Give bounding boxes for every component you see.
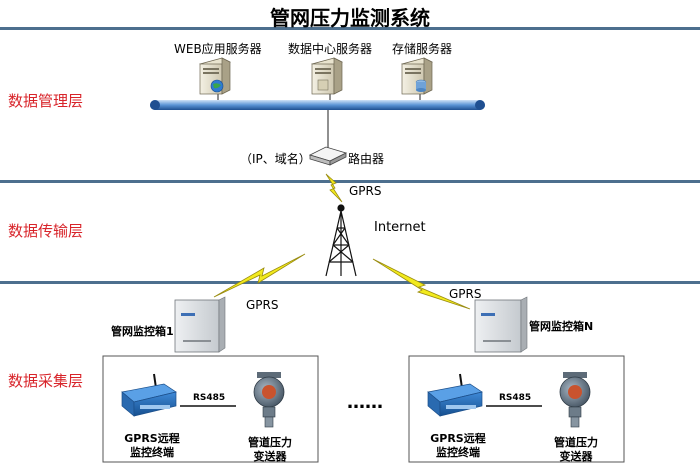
transmitter-n-label-line1: 管道压力 (554, 436, 598, 449)
ellipsis: …… (347, 392, 383, 413)
lightning-icon (213, 253, 306, 298)
monitor-box-n-icon (474, 296, 528, 353)
collection-unit-n-frame (408, 355, 625, 463)
gprs-label-box-n: GPRS (449, 287, 482, 301)
database-server-icon (311, 57, 343, 95)
layer-label-management: 数据管理层 (8, 92, 84, 110)
divider-middle (0, 180, 700, 183)
network-bus (150, 100, 485, 110)
monitor-box-n-label: 管网监控箱N (529, 320, 594, 333)
terminal-n-label-line1: GPRS远程 (430, 432, 486, 445)
rs485-label-1: RS485 (193, 393, 226, 403)
pressure-transmitter-1-icon (253, 372, 285, 428)
rs485-label-n: RS485 (499, 393, 532, 403)
server-label-database: 数据中心服务器 (288, 42, 373, 56)
storage-server-icon (401, 57, 433, 95)
terminal-n-label-line2: 监控终端 (436, 446, 480, 459)
web-server-icon (199, 57, 231, 95)
router-ip-note: （IP、域名） (240, 152, 311, 166)
diagram-title: 管网压力监测系统 (270, 6, 430, 30)
layer-dividers (0, 27, 700, 284)
lightning-icon (372, 258, 471, 310)
pressure-transmitter-n-icon (559, 372, 591, 428)
layer-label-transmission: 数据传输层 (8, 222, 84, 240)
internet-label: Internet (374, 220, 426, 235)
lightning-icon (325, 173, 343, 203)
transmitter-n-label-line2: 变送器 (559, 450, 593, 463)
gprs-terminal-n-icon (427, 373, 483, 417)
terminal-1-label-line1: GPRS远程 (124, 432, 180, 445)
gprs-label-box-1: GPRS (246, 298, 279, 312)
router-label: 路由器 (348, 152, 385, 166)
server-label-web: WEB应用服务器 (174, 42, 262, 56)
lightning-icons (213, 173, 471, 310)
transmitter-1-label-line2: 变送器 (253, 450, 287, 463)
gprs-label-router: GPRS (349, 184, 382, 198)
layer-label-collection: 数据采集层 (8, 372, 84, 390)
monitor-box-1-icon (174, 296, 226, 353)
monitor-box-1-label: 管网监控箱1 (111, 325, 174, 338)
transmitter-1-label-line1: 管道压力 (248, 436, 292, 449)
divider-bottom (0, 281, 700, 284)
server-label-storage: 存储服务器 (392, 42, 453, 56)
terminal-1-label-line2: 监控终端 (130, 446, 174, 459)
tower-icon (325, 204, 357, 277)
gprs-terminal-1-icon (121, 373, 177, 417)
collection-unit-1-frame (102, 355, 319, 463)
router-icon (308, 146, 348, 166)
divider-top (0, 27, 700, 30)
